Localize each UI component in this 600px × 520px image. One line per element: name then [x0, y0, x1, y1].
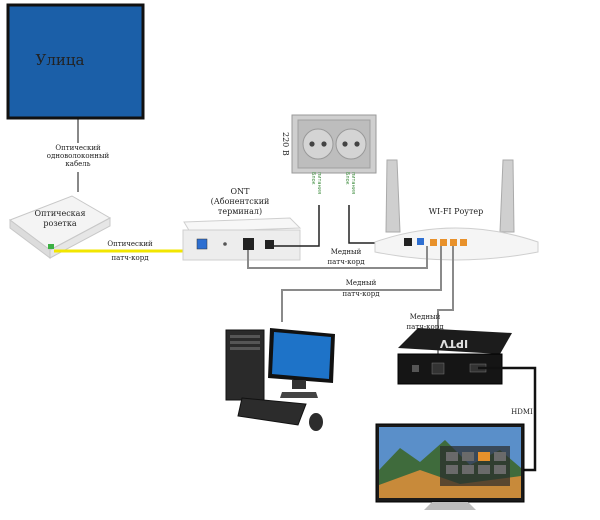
wifi-router — [374, 159, 539, 261]
ont-terminal — [182, 217, 302, 261]
optical-patch-label-2: патч-корд — [111, 254, 149, 262]
ont-power-label-2: питания — [316, 172, 322, 194]
optical-patch-label-1: Оптический — [107, 240, 153, 248]
hdmi-label: HDMI — [511, 408, 533, 416]
copper-cord-router-pc — [281, 246, 442, 322]
router-power-label-1: Блок — [344, 172, 350, 185]
copper-tvbox-label-1: Медный — [410, 313, 441, 321]
iptv-set-top-box — [397, 328, 512, 385]
optical-cable-label-2: одноволоконный — [47, 152, 110, 160]
television — [375, 423, 525, 510]
optical-socket-label-2: розетка — [43, 219, 76, 228]
tvbox-logo: IPTV — [439, 337, 468, 350]
ont-power-label-1: Блок — [310, 172, 316, 185]
ont-label-3: терминал) — [218, 207, 262, 216]
ont-label-2: (Абонентский — [211, 197, 270, 206]
optical-socket — [8, 195, 112, 259]
desktop-computer — [225, 328, 335, 431]
copper-pc-label-2: патч-корд — [342, 290, 380, 298]
street-label: Улица — [36, 51, 85, 69]
copper-ont-label-1: Медный — [331, 248, 362, 256]
copper-ont-label-2: патч-корд — [327, 258, 365, 266]
router-power-label-2: питания — [350, 172, 356, 194]
optical-socket-label-1: Оптическая — [35, 209, 86, 218]
optical-cable-label-3: кабель — [65, 160, 90, 168]
copper-cord-ont-router — [247, 246, 428, 269]
socket-port — [48, 244, 54, 249]
copper-pc-label-1: Медный — [346, 279, 377, 287]
ont-power-cord — [274, 205, 320, 247]
street-box — [6, 3, 145, 120]
outlet-voltage-label: 220 В — [281, 132, 290, 156]
copper-tvbox-label-2: патч-корд — [406, 323, 444, 331]
router-label: WI-FI Роутер — [429, 207, 484, 216]
ont-label-1: ONT — [231, 187, 251, 196]
power-outlet — [291, 114, 377, 174]
optical-cable-label-1: Оптический — [55, 144, 101, 152]
